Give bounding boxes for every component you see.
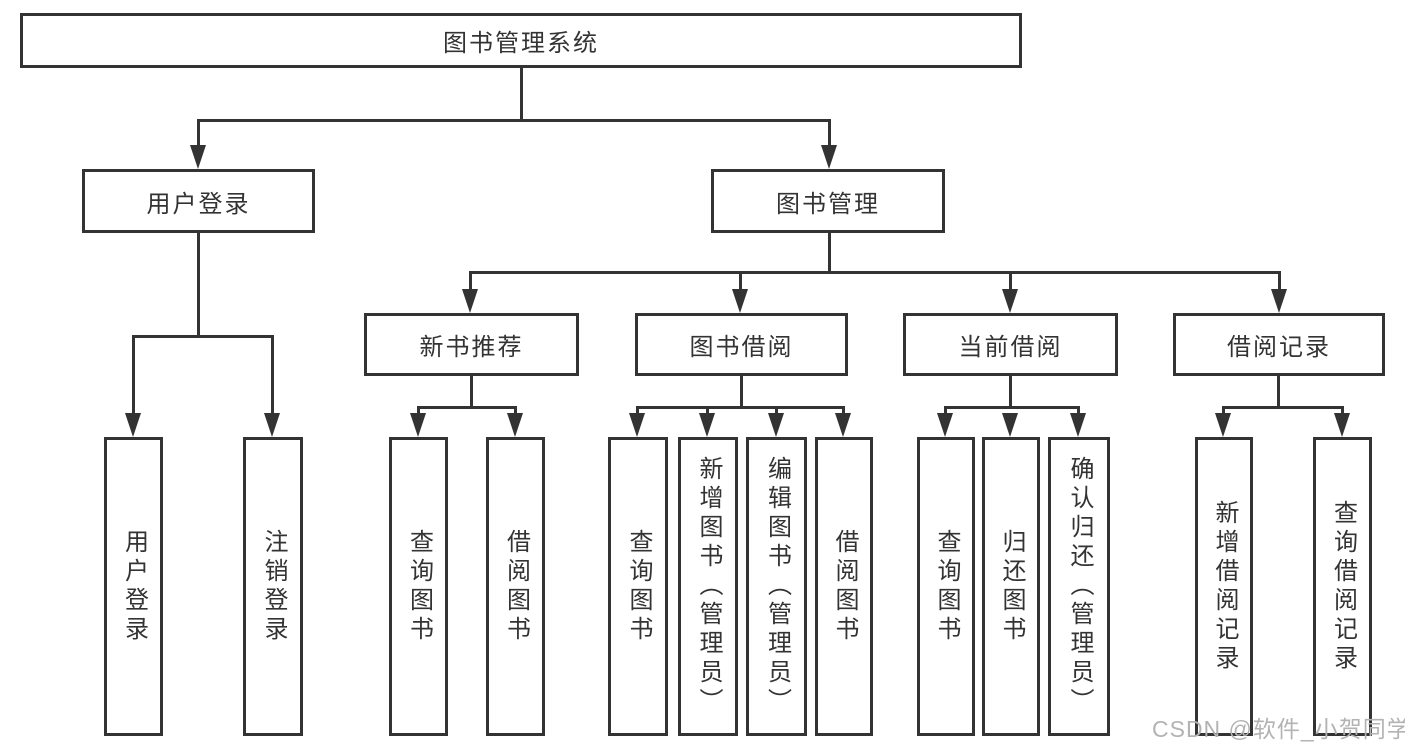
arrowhead-down-icon xyxy=(462,289,478,313)
arrowhead-down-icon xyxy=(410,413,426,437)
arrowhead-down-icon xyxy=(821,145,837,169)
leaf-user-login: 用户登录 xyxy=(104,437,163,736)
connector-vline xyxy=(469,271,472,291)
connector-vline xyxy=(636,406,639,415)
connector-vline xyxy=(470,376,473,409)
connector-vline xyxy=(1009,271,1012,291)
leaf-return-book-label: 归还图书 xyxy=(998,528,1025,645)
arrowhead-down-icon xyxy=(937,413,953,437)
arrowhead-down-icon xyxy=(1002,289,1018,313)
arrowhead-down-icon xyxy=(629,413,645,437)
leaf-edit-book-admin: 编辑图书（管理员） xyxy=(746,437,807,736)
connector-vline xyxy=(1009,376,1012,409)
arrowhead-down-icon xyxy=(768,413,784,437)
connector-vline xyxy=(197,233,200,338)
connector-vline xyxy=(706,406,709,415)
leaf-return-book: 归还图书 xyxy=(982,437,1040,736)
connector-hline xyxy=(132,335,274,338)
node-book-borrow: 图书借阅 xyxy=(635,313,848,376)
connector-vline xyxy=(1278,271,1281,291)
arrowhead-down-icon xyxy=(264,413,280,437)
connector-vline xyxy=(944,406,947,415)
leaf-add-book-admin-label: 新增图书（管理员） xyxy=(695,456,722,717)
connector-vline xyxy=(520,68,523,121)
node-book-management: 图书管理 xyxy=(711,169,945,233)
leaf-borrow-book: 借阅图书 xyxy=(815,437,873,736)
arrowhead-down-icon xyxy=(835,413,851,437)
connector-vline xyxy=(828,233,831,274)
leaf-add-borrow-record: 新增借阅记录 xyxy=(1195,437,1253,736)
leaf-confirm-return-admin-label: 确认归还（管理员） xyxy=(1066,456,1093,717)
connector-vline xyxy=(271,335,274,415)
leaf-recommend-borrow-book-label: 借阅图书 xyxy=(502,528,530,645)
leaf-borrow-query-book: 查询图书 xyxy=(608,437,668,736)
leaf-borrow-book-label: 借阅图书 xyxy=(831,528,858,645)
leaf-borrow-query-book-label: 查询图书 xyxy=(625,528,652,645)
leaf-recommend-borrow-book: 借阅图书 xyxy=(486,437,545,736)
connector-vline xyxy=(828,119,831,147)
connector-vline xyxy=(1341,406,1344,415)
leaf-confirm-return-admin: 确认归还（管理员） xyxy=(1048,437,1110,736)
connector-hline xyxy=(197,119,831,122)
leaf-add-borrow-record-label: 新增借阅记录 xyxy=(1211,499,1238,674)
node-user-login: 用户登录 xyxy=(82,169,315,233)
connector-vline xyxy=(132,335,135,415)
connector-vline xyxy=(739,271,742,291)
arrowhead-down-icon xyxy=(125,413,141,437)
arrowhead-down-icon xyxy=(190,145,206,169)
arrowhead-down-icon xyxy=(1271,289,1287,313)
arrowhead-down-icon xyxy=(1070,413,1086,437)
connector-hline xyxy=(1222,406,1344,409)
connector-hline xyxy=(944,406,1080,409)
connector-vline xyxy=(740,376,743,409)
leaf-add-book-admin: 新增图书（管理员） xyxy=(678,437,738,736)
connector-hline xyxy=(417,406,517,409)
connector-vline xyxy=(197,119,200,147)
node-book-management-label: 图书管理 xyxy=(776,190,880,218)
node-current-borrow: 当前借阅 xyxy=(903,313,1118,376)
leaf-user-login-label: 用户登录 xyxy=(120,528,148,645)
leaf-current-query-book: 查询图书 xyxy=(917,437,975,736)
connector-hline xyxy=(469,271,1281,274)
arrowhead-down-icon xyxy=(1002,413,1018,437)
connector-vline xyxy=(417,406,420,415)
node-book-borrow-label: 图书借阅 xyxy=(689,334,794,361)
leaf-recommend-query-book-label: 查询图书 xyxy=(405,528,433,645)
arrowhead-down-icon xyxy=(1215,413,1231,437)
leaf-recommend-query-book: 查询图书 xyxy=(389,437,448,736)
node-new-book-recommend: 新书推荐 xyxy=(364,313,579,376)
connector-vline xyxy=(514,406,517,415)
arrowhead-down-icon xyxy=(732,289,748,313)
connector-vline xyxy=(1077,406,1080,415)
leaf-logout: 注销登录 xyxy=(243,437,303,736)
connector-vline xyxy=(842,406,845,415)
connector-hline xyxy=(636,406,845,409)
connector-vline xyxy=(1222,406,1225,415)
leaf-current-query-book-label: 查询图书 xyxy=(933,528,960,645)
leaf-query-borrow-record: 查询借阅记录 xyxy=(1313,437,1372,736)
arrowhead-down-icon xyxy=(1334,413,1350,437)
node-new-book-recommend-label: 新书推荐 xyxy=(419,334,524,361)
connector-vline xyxy=(1277,376,1280,409)
node-borrow-record-label: 借阅记录 xyxy=(1227,334,1331,361)
leaf-query-borrow-record-label: 查询借阅记录 xyxy=(1329,499,1357,674)
connector-vline xyxy=(775,406,778,415)
arrowhead-down-icon xyxy=(507,413,523,437)
node-root-label: 图书管理系统 xyxy=(443,30,599,57)
csdn-watermark: CSDN @软件_小贺同学 xyxy=(1152,716,1405,742)
node-borrow-record: 借阅记录 xyxy=(1173,313,1385,376)
node-root: 图书管理系统 xyxy=(20,13,1022,68)
arrowhead-down-icon xyxy=(699,413,715,437)
node-user-login-label: 用户登录 xyxy=(146,190,251,218)
leaf-logout-label: 注销登录 xyxy=(260,528,287,645)
node-current-borrow-label: 当前借阅 xyxy=(958,334,1063,361)
leaf-edit-book-admin-label: 编辑图书（管理员） xyxy=(763,456,791,717)
